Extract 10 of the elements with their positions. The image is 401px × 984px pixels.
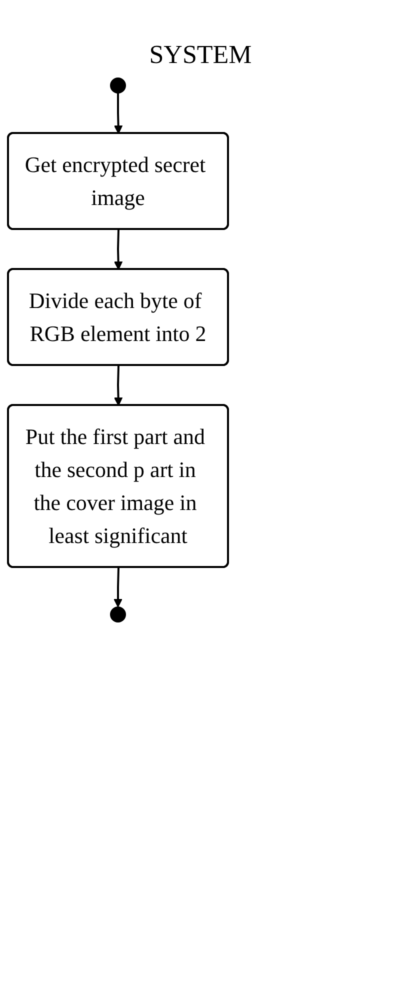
arrow	[114, 365, 123, 406]
node-text: Get encrypted secret image	[24, 152, 206, 210]
arrow	[114, 567, 122, 608]
arrow	[114, 229, 123, 270]
node-circle	[110, 78, 126, 94]
arrow	[114, 93, 123, 134]
node-text: Put the first part and the second p art in the cover image in least significant	[25, 424, 206, 548]
node-text: Divide each byte of RGB element into 2	[28, 288, 206, 346]
node-circle	[110, 606, 126, 622]
diagram-title: SYSTEM	[148, 40, 253, 70]
